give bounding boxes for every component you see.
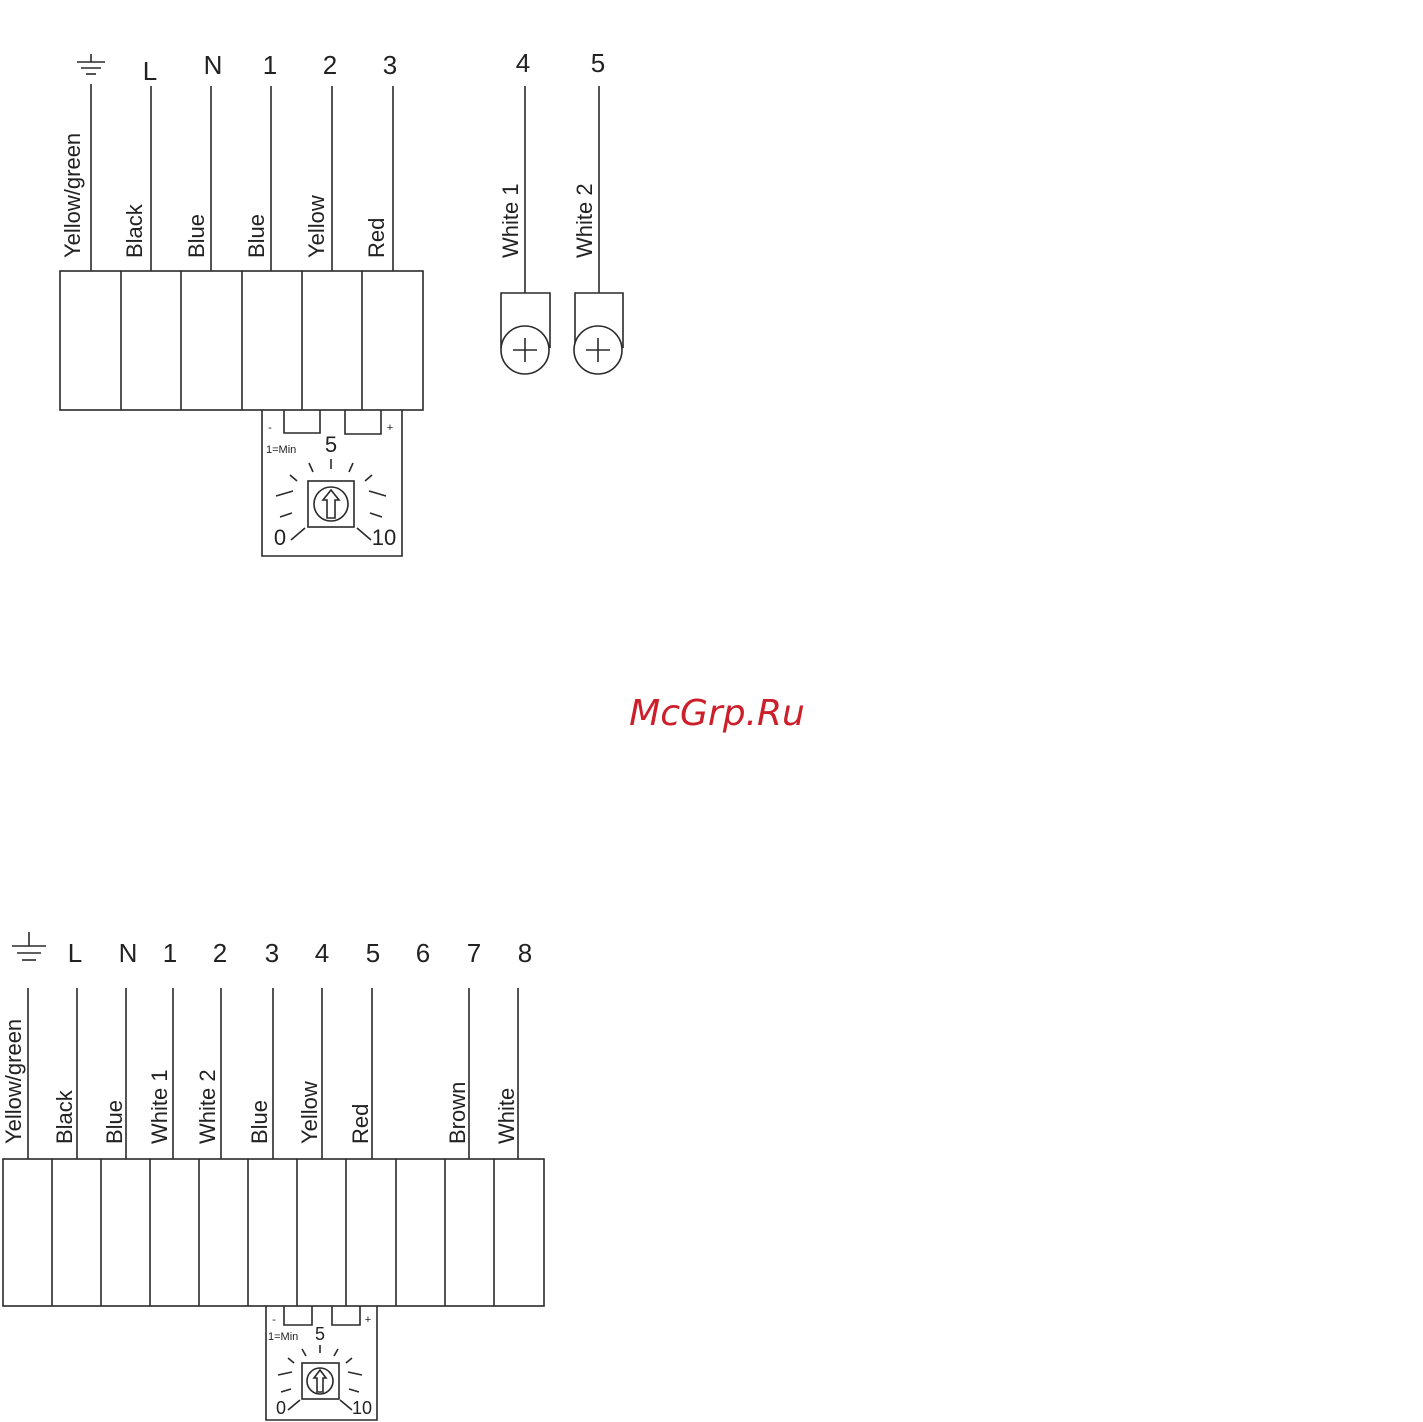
terminal-block — [3, 1159, 544, 1306]
wire-label: White 1 — [498, 183, 523, 258]
wire-label: Yellow — [297, 1081, 322, 1144]
ground-icon — [12, 932, 46, 960]
lamp-icon — [574, 293, 623, 374]
terminal-label-L: L — [68, 938, 82, 968]
potentiometer: - + 1=Min 5 0 10 — [266, 1306, 377, 1420]
wire-label: Blue — [102, 1100, 127, 1144]
terminal-label-2: 2 — [213, 938, 227, 968]
wire-label: Yellow — [304, 195, 329, 258]
terminal-label-1: 1 — [163, 938, 177, 968]
terminal-label-N: N — [119, 938, 138, 968]
wire-label: Brown — [445, 1082, 470, 1144]
terminal-label-L: L — [143, 56, 157, 86]
wire-label: Red — [364, 218, 389, 258]
watermark: McGrp.Ru — [629, 693, 805, 734]
pot-min-label: 1=Min — [268, 1331, 298, 1343]
pot-plus: + — [365, 1314, 371, 1326]
pot-mid-label: 5 — [315, 1324, 325, 1344]
wire-label: Red — [348, 1104, 373, 1144]
dial-knob-icon — [308, 481, 354, 527]
pot-low-label: 0 — [274, 525, 286, 550]
pot-minus: - — [272, 1314, 276, 1326]
diagram-2: L N 1 2 3 4 5 6 7 8 Yellow/green Black B… — [1, 932, 544, 1420]
pot-plus: + — [387, 422, 393, 434]
potentiometer: - + 1=Min 5 0 10 — [262, 410, 402, 556]
wire-label: White 2 — [195, 1069, 220, 1144]
wire-label: Blue — [247, 1100, 272, 1144]
lamp-icon — [501, 293, 550, 374]
terminal-label-4: 4 — [516, 48, 530, 78]
pot-minus: - — [268, 422, 272, 434]
terminal-label-4: 4 — [315, 938, 329, 968]
dial-knob-icon — [302, 1363, 339, 1399]
wire-label: Black — [122, 203, 147, 258]
ground-icon — [77, 54, 105, 74]
terminal-label-1: 1 — [263, 50, 277, 80]
wire-label: Blue — [244, 214, 269, 258]
wire-label: Yellow/green — [1, 1019, 26, 1144]
terminal-label-N: N — [204, 50, 223, 80]
pot-min-label: 1=Min — [266, 444, 296, 456]
wire-label: White — [494, 1088, 519, 1144]
diagram-1: L N 1 2 3 4 5 Yellow/green Black Blue Bl… — [60, 48, 623, 556]
pot-mid-label: 5 — [325, 432, 337, 457]
wire-label: Yellow/green — [60, 133, 85, 258]
wire-label: White 1 — [147, 1069, 172, 1144]
wire-label: White 2 — [572, 183, 597, 258]
terminal-label-8: 8 — [518, 938, 532, 968]
terminal-label-5: 5 — [366, 938, 380, 968]
pot-low-label: 0 — [276, 1398, 286, 1418]
pot-high-label: 10 — [372, 525, 396, 550]
wire-label: Black — [52, 1089, 77, 1144]
terminal-label-6: 6 — [416, 938, 430, 968]
terminal-label-3: 3 — [383, 50, 397, 80]
terminal-label-2: 2 — [323, 50, 337, 80]
wire-label: Blue — [184, 214, 209, 258]
terminal-label-3: 3 — [265, 938, 279, 968]
terminal-label-5: 5 — [591, 48, 605, 78]
terminal-block — [60, 271, 423, 410]
pot-high-label: 10 — [352, 1398, 372, 1418]
terminal-label-7: 7 — [467, 938, 481, 968]
